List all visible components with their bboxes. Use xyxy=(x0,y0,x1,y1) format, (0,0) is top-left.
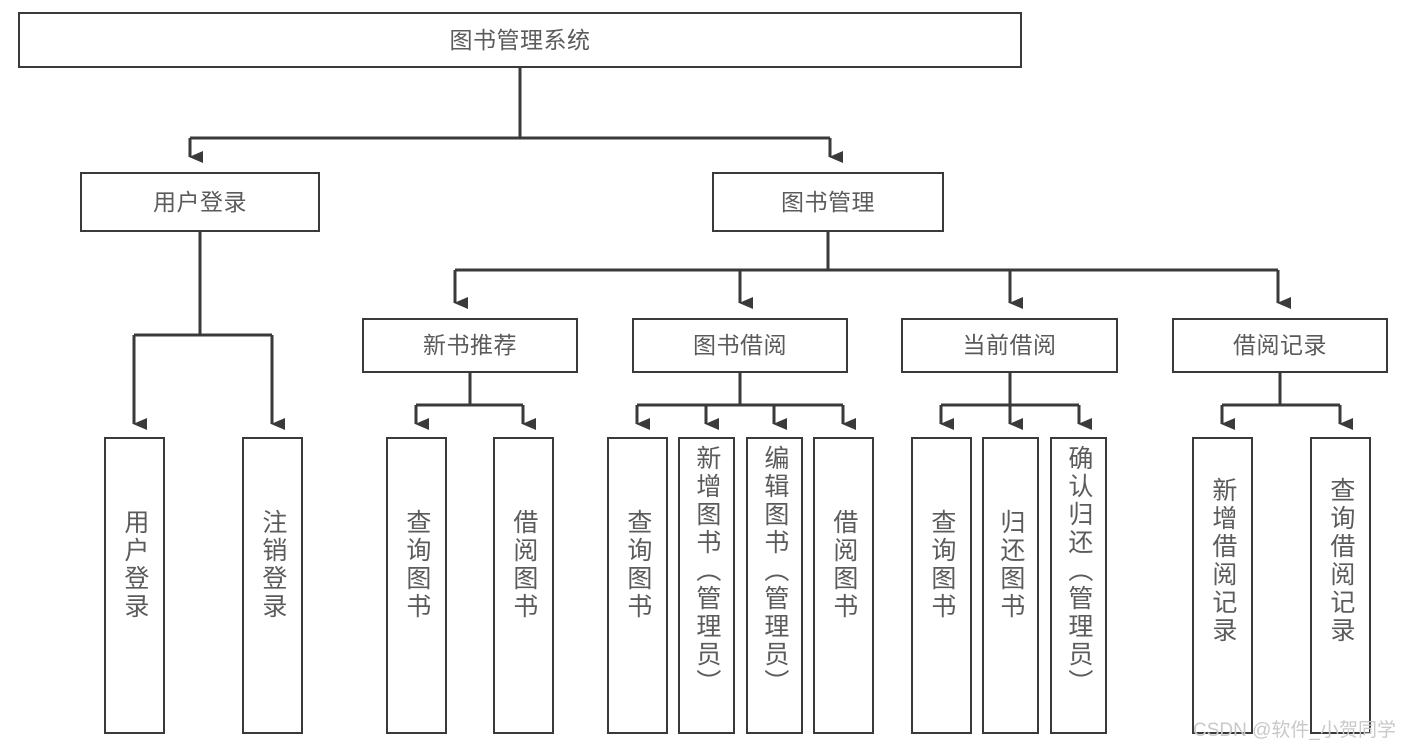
node-root-system[interactable]: 图书管理系统 xyxy=(18,12,1022,68)
node-label: 查询借阅记录 xyxy=(1326,477,1355,645)
node-label: 用户登录 xyxy=(153,188,247,215)
node-user-login[interactable]: 用户登录 xyxy=(80,172,320,232)
node-label: 新增借阅记录 xyxy=(1208,477,1237,645)
node-leaf-edit-book-admin[interactable]: 编辑图书（管理员） xyxy=(746,437,803,734)
node-label: 注销登录 xyxy=(258,509,287,621)
node-label: 借阅图书 xyxy=(829,509,858,621)
node-book-borrow[interactable]: 图书借阅 xyxy=(632,318,848,373)
node-leaf-query-book-current[interactable]: 查询图书 xyxy=(911,437,972,734)
watermark-text: CSDN @软件_小贺同学 xyxy=(1193,720,1396,741)
node-label: 当前借阅 xyxy=(962,332,1057,359)
node-label: 编辑图书（管理员） xyxy=(760,445,789,697)
node-label: 借阅记录 xyxy=(1233,332,1327,359)
node-leaf-user-login[interactable]: 用户登录 xyxy=(104,437,165,734)
node-label: 图书借阅 xyxy=(693,332,787,359)
node-label: 借阅图书 xyxy=(509,509,538,621)
node-leaf-query-book-borrow[interactable]: 查询图书 xyxy=(607,437,668,734)
node-borrow-record[interactable]: 借阅记录 xyxy=(1172,318,1388,373)
node-leaf-confirm-return-admin[interactable]: 确认归还（管理员） xyxy=(1050,437,1107,734)
node-leaf-borrow-book[interactable]: 借阅图书 xyxy=(813,437,874,734)
node-label: 查询图书 xyxy=(927,509,956,621)
node-label: 用户登录 xyxy=(120,509,149,621)
node-leaf-add-book-admin[interactable]: 新增图书（管理员） xyxy=(678,437,735,734)
node-leaf-return-book[interactable]: 归还图书 xyxy=(982,437,1039,734)
node-current-borrow[interactable]: 当前借阅 xyxy=(901,318,1118,373)
node-label: 新书推荐 xyxy=(423,332,517,359)
node-label: 确认归还（管理员） xyxy=(1064,445,1093,697)
node-new-book-recommend[interactable]: 新书推荐 xyxy=(362,318,578,373)
node-book-management[interactable]: 图书管理 xyxy=(712,172,944,232)
node-label: 图书管理 xyxy=(781,188,875,215)
node-label: 查询图书 xyxy=(402,509,431,621)
node-label: 新增图书（管理员） xyxy=(692,445,721,697)
node-leaf-add-borrow-record[interactable]: 新增借阅记录 xyxy=(1192,437,1253,734)
node-leaf-query-borrow-record[interactable]: 查询借阅记录 xyxy=(1310,437,1371,734)
node-label: 查询图书 xyxy=(623,509,652,621)
node-leaf-query-book-recommend[interactable]: 查询图书 xyxy=(386,437,447,734)
node-label: 图书管理系统 xyxy=(449,26,591,53)
node-label: 归还图书 xyxy=(996,509,1025,621)
node-leaf-logout[interactable]: 注销登录 xyxy=(242,437,303,734)
node-leaf-borrow-book-recommend[interactable]: 借阅图书 xyxy=(493,437,554,734)
